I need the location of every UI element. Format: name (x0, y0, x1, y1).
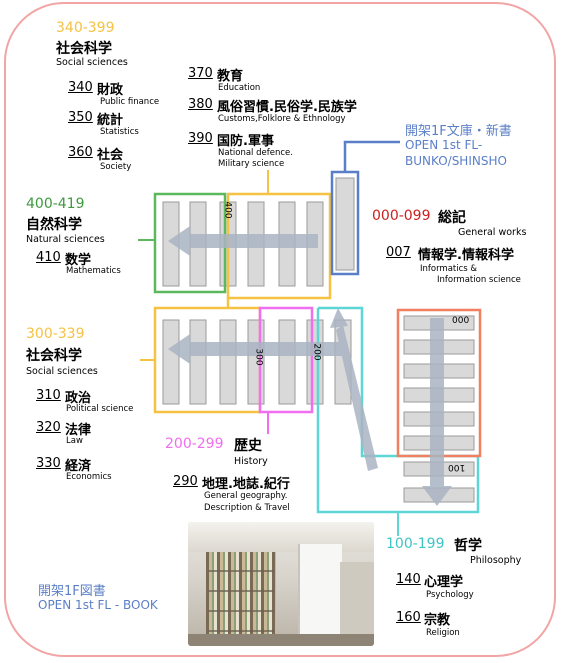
natural-code: 410 (36, 250, 61, 265)
social-right-ja-0: 教育 (217, 69, 244, 84)
general-ja: 情報学.情報科学 (418, 248, 514, 263)
shelf-label-200: 200 (311, 343, 322, 361)
social-mid-en-2: Economics (66, 472, 112, 482)
history-en2: Description & Travel (204, 503, 290, 513)
history-title-ja: 歴史 (234, 438, 262, 454)
social-mid-range: 300-339 (26, 326, 85, 342)
floor-map-frame (4, 2, 556, 657)
shelf-label-400: 400 (222, 201, 233, 219)
social-mid-code-0: 310 (36, 388, 61, 403)
social-right-en-2a: National defence. (218, 148, 293, 158)
social-top-title-ja: 社会科学 (56, 41, 112, 57)
social-right-en-0: Education (218, 83, 261, 93)
social-top-range: 340-399 (56, 20, 115, 36)
social-top-ja-0: 財政 (97, 83, 124, 98)
shelf-label-000: 000 (452, 316, 470, 326)
natural-range: 400-419 (26, 196, 85, 212)
social-right-ja-2: 国防.軍事 (217, 134, 274, 149)
social-mid-code-1: 320 (36, 420, 61, 435)
shelf-label-300: 300 (253, 348, 264, 366)
history-code: 290 (173, 474, 198, 489)
history-title-en: History (234, 456, 268, 467)
social-mid-ja-2: 経済 (65, 459, 92, 474)
social-mid-ja-1: 法律 (65, 423, 92, 438)
history-range: 200-299 (165, 436, 224, 452)
philosophy-code-1: 160 (396, 610, 421, 625)
social-top-code-0: 340 (68, 80, 93, 95)
philosophy-ja-0: 心理学 (424, 575, 464, 590)
book-area-en: OPEN 1st FL - BOOK (38, 598, 158, 612)
general-title-en: General works (458, 227, 527, 238)
social-top-en-2: Society (100, 162, 132, 172)
philosophy-en-0: Psychology (426, 590, 474, 600)
social-mid-en-0: Political science (66, 404, 134, 414)
social-right-ja-1: 風俗習慣.民俗学.民族学 (217, 100, 357, 115)
general-en2: Information science (437, 275, 521, 285)
social-top-en-0: Public finance (100, 97, 160, 107)
bunko-title-en2: BUNKO/SHINSHO (405, 154, 507, 168)
natural-title-en: Natural sciences (26, 234, 105, 245)
history-ja: 地理.地誌.紀行 (202, 477, 290, 492)
book-area-ja: 開架1F図書 (38, 584, 106, 599)
social-right-en-2b: Military science (218, 159, 285, 169)
philosophy-code-0: 140 (396, 572, 421, 587)
general-en1: Informatics & (420, 264, 478, 274)
philosophy-ja-1: 宗教 (424, 613, 451, 628)
social-mid-en-1: Law (66, 436, 83, 446)
social-top-code-2: 360 (68, 145, 93, 160)
social-top-code-1: 350 (68, 110, 93, 125)
library-shelves-photo (188, 522, 374, 646)
social-mid-title-en: Social sciences (26, 366, 98, 377)
bunko-connector (343, 140, 400, 172)
shelf-label-100: 100 (448, 462, 466, 472)
social-top-ja-2: 社会 (97, 148, 124, 163)
social-right-code-2: 390 (188, 131, 213, 146)
social-right-code-0: 370 (188, 66, 213, 81)
social-mid-code-2: 330 (36, 456, 61, 471)
social-right-code-1: 380 (188, 97, 213, 112)
general-range: 000-099 (372, 208, 431, 224)
natural-ja: 数学 (65, 253, 92, 268)
social-top-title-en: Social sciences (56, 57, 128, 68)
social-mid-title-ja: 社会科学 (26, 348, 82, 364)
natural-en: Mathematics (66, 266, 121, 276)
philosophy-title-ja: 哲学 (454, 538, 482, 554)
history-en1: General geography. (204, 491, 288, 501)
social-mid-ja-0: 政治 (65, 391, 92, 406)
general-title-ja: 総記 (438, 210, 466, 226)
social-top-en-1: Statistics (100, 127, 139, 137)
bunko-title-ja: 開架1F文庫・新書 (405, 124, 512, 139)
social-top-ja-1: 統計 (97, 113, 124, 128)
general-code: 007 (386, 245, 411, 260)
bunko-shelf (335, 177, 355, 271)
natural-title-ja: 自然科学 (26, 217, 82, 233)
flow-arrows (168, 226, 452, 506)
bunko-title-en1: OPEN 1st FL- (405, 138, 483, 152)
philosophy-en-1: Religion (426, 628, 460, 638)
history-area (258, 306, 314, 414)
philosophy-title-en: Philosophy (470, 555, 522, 566)
philosophy-range: 100-199 (386, 536, 445, 552)
social-right-en-1: Customs,Folklore & Ethnology (218, 114, 346, 124)
